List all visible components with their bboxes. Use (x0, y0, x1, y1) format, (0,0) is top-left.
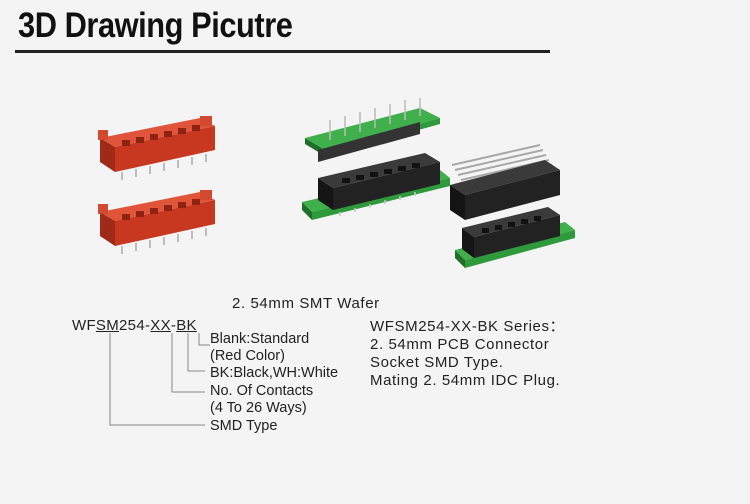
part-bk-code: BK (176, 317, 197, 334)
red-connector-image-1 (98, 116, 215, 180)
legend-contacts-line1: No. Of Contacts (210, 383, 314, 399)
pcb-vertical-connector-image (305, 98, 440, 162)
legend-bk-line: BK:Black,WH:White (210, 365, 339, 381)
legend-contacts-line2: (4 To 26 Ways) (210, 400, 307, 416)
series-description: WFSM254-XX-BK Series： 2. 54mm PCB Connec… (370, 318, 565, 390)
legend-blank-line2: (Red Color) (210, 348, 285, 364)
page-title: 3D Drawing Picutre (18, 6, 293, 45)
series-line-3: Socket SMD Type. (370, 354, 504, 371)
legend-smd-line: SMD Type (210, 418, 278, 434)
part-xx-code: XX (150, 317, 171, 334)
figure-caption: 2. 54mm SMT Wafer (232, 295, 380, 312)
legend-blank-line1: Blank:Standard (210, 331, 310, 347)
part-mid: 254- (119, 317, 151, 334)
pcb-smt-connector-image (302, 153, 450, 220)
part-number: WFSM254-XX-BK (72, 317, 197, 334)
title-divider (15, 50, 550, 53)
series-line-4: Mating 2. 54mm IDC Plug. (370, 372, 561, 389)
part-sm-code: SM (95, 317, 120, 334)
series-line-1: WFSM254-XX-BK Series： (370, 318, 566, 335)
part-prefix: WF (72, 317, 96, 334)
part-dash: - (170, 317, 177, 334)
red-connector-image-2 (98, 190, 215, 254)
part-number-leader-lines (109, 333, 210, 426)
pcb-idc-socket-image (455, 207, 575, 268)
series-line-2: 2. 54mm PCB Connector (370, 336, 550, 353)
idc-plug-ribbon-image (450, 144, 560, 220)
